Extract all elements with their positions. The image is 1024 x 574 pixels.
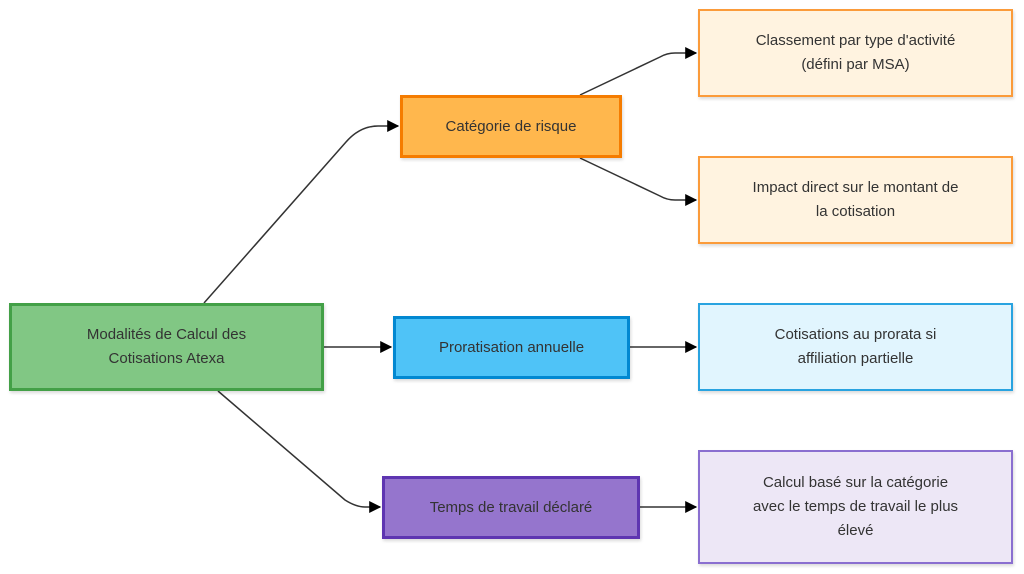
node-impact-montant[interactable]: Impact direct sur le montant de la cotis… [698,156,1013,244]
node-classement-activite[interactable]: Classement par type d'activité (défini p… [698,9,1013,97]
node-risk-label: Catégorie de risque [445,117,577,135]
edge-root-risk [203,120,400,304]
node-r3-label: Cotisations au prorata si affiliation pa… [774,326,937,367]
node-root-label: Modalités de Calcul des Cotisations Atex… [86,326,247,367]
edge-risk-r1 [579,47,698,96]
node-temps-travail[interactable]: Temps de travail déclaré [382,476,640,539]
node-categorie-risque[interactable]: Catégorie de risque [400,95,622,158]
node-proratisation-annuelle[interactable]: Proratisation annuelle [393,316,630,379]
node-r2-label: Impact direct sur le montant de la cotis… [752,179,959,220]
node-prora-label: Proratisation annuelle [438,338,585,356]
node-r1-label: Classement par type d'activité (défini p… [755,32,956,73]
node-cotisations-prorata[interactable]: Cotisations au prorata si affiliation pa… [698,303,1013,391]
edge-root-temps [217,390,382,513]
edge-risk-r2 [579,157,698,206]
node-calcul-categorie[interactable]: Calcul basé sur la catégorie avec le tem… [698,450,1013,564]
node-r4-label: Calcul basé sur la catégorie avec le tem… [752,474,959,539]
node-temps-label: Temps de travail déclaré [429,498,593,516]
node-root-modalites-calcul[interactable]: Modalités de Calcul des Cotisations Atex… [9,303,324,391]
